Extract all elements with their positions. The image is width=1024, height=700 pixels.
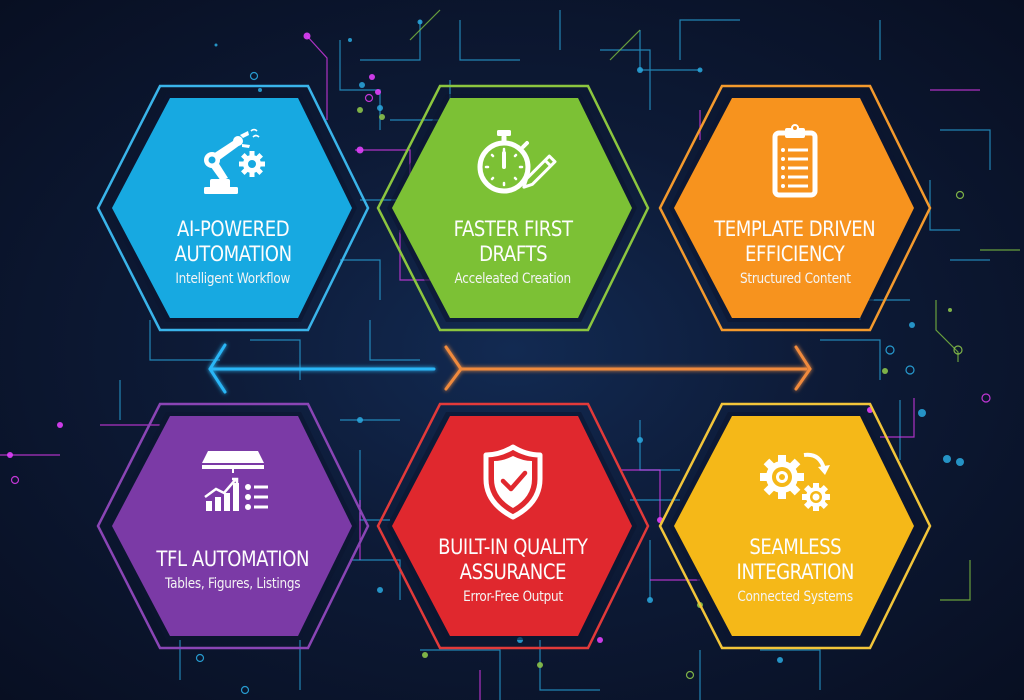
clipboard-list-icon bbox=[772, 124, 818, 198]
hex-subtitle: Structured Content bbox=[739, 271, 851, 287]
hex-tfl-automation: TFL AUTOMATION Tables, Figures, Listings bbox=[96, 402, 370, 650]
hex-title: TFL AUTOMATION bbox=[156, 547, 310, 571]
gears-sync-icon bbox=[760, 452, 830, 511]
table-chart-list-icon bbox=[202, 451, 268, 511]
hex-subtitle: Tables, Figures, Listings bbox=[165, 576, 301, 592]
robot-arm-gear-icon bbox=[204, 128, 265, 194]
shield-check-icon bbox=[483, 444, 543, 520]
stopwatch-pencil-icon bbox=[477, 130, 557, 194]
hex-subtitle: Acceleated Creation bbox=[454, 271, 572, 287]
hex-subtitle: Intelligent Workflow bbox=[175, 271, 291, 287]
hex-subtitle: Connected Systems bbox=[737, 589, 853, 605]
hex-subtitle: Error-Free Output bbox=[463, 589, 563, 605]
